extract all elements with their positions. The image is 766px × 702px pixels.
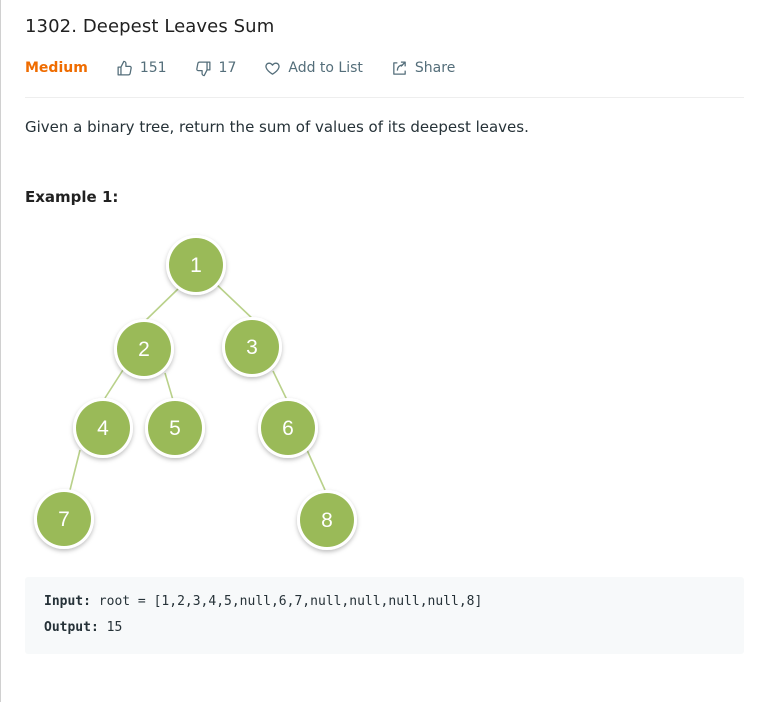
tree-edge-2-5 <box>164 372 174 401</box>
tree-node-7-label: 7 <box>58 508 70 531</box>
output-line: Output: 15 <box>44 620 122 635</box>
page-edge <box>0 0 1 702</box>
tree-node-2 <box>114 319 174 379</box>
tree-node-1-label: 1 <box>190 254 202 277</box>
output-value: 15 <box>106 620 123 635</box>
tree-edge-1-2 <box>144 287 180 322</box>
tree-nodes <box>34 235 357 550</box>
tree-node-7 <box>34 489 94 549</box>
problem-title: 1302. Deepest Leaves Sum <box>25 16 275 37</box>
tree-edge-3-6 <box>272 370 288 401</box>
tree-node-8-label: 8 <box>321 509 333 532</box>
tree-node-6-label: 6 <box>282 417 294 440</box>
problem-meta-row: Medium 151 17 Add to List <box>25 57 483 79</box>
header-divider <box>25 97 744 98</box>
input-line: Input: root = [1,2,3,4,5,null,6,7,null,n… <box>44 594 482 609</box>
share-button[interactable]: Share <box>391 60 455 77</box>
tree-node-8 <box>297 490 357 550</box>
tree-edge-6-8 <box>306 449 326 491</box>
dislike-count: 17 <box>218 60 237 76</box>
add-to-list-label: Add to List <box>288 60 363 76</box>
tree-labels: 1 2 3 4 5 6 7 8 <box>58 254 333 532</box>
tree-node-4 <box>73 398 133 458</box>
tree-node-3-label: 3 <box>246 336 258 359</box>
add-to-list-button[interactable]: Add to List <box>264 60 363 77</box>
tree-edge-2-4 <box>104 369 124 399</box>
output-key: Output: <box>44 620 99 635</box>
example-heading: Example 1: <box>25 188 119 206</box>
tree-node-5 <box>145 398 205 458</box>
input-key: Input: <box>44 594 91 609</box>
share-label: Share <box>414 60 456 76</box>
tree-node-2-label: 2 <box>138 338 150 361</box>
tree-node-4-label: 4 <box>97 417 109 440</box>
input-value: root = [1,2,3,4,5,null,6,7,null,null,nul… <box>98 594 483 609</box>
example-tree-diagram: 1 2 3 4 5 6 7 8 <box>34 235 357 550</box>
tree-node-6 <box>258 398 318 458</box>
tree-edges <box>69 282 326 491</box>
tree-node-3 <box>222 317 282 377</box>
tree-edge-1-3 <box>214 282 256 322</box>
thumbs-up-icon <box>117 60 132 76</box>
thumbs-down-icon <box>195 60 211 76</box>
heart-icon <box>265 62 281 75</box>
dislike-button[interactable]: 17 <box>195 60 237 77</box>
share-icon <box>393 60 406 75</box>
problem-description: Given a binary tree, return the sum of v… <box>25 118 529 136</box>
difficulty-badge: Medium <box>25 60 88 76</box>
like-count: 151 <box>139 60 167 76</box>
like-button[interactable]: 151 <box>116 60 167 77</box>
tree-edge-4-7 <box>69 449 81 491</box>
example-code-block: Input: root = [1,2,3,4,5,null,6,7,null,n… <box>25 577 744 654</box>
tree-node-1 <box>166 235 226 295</box>
tree-node-5-label: 5 <box>169 417 181 440</box>
